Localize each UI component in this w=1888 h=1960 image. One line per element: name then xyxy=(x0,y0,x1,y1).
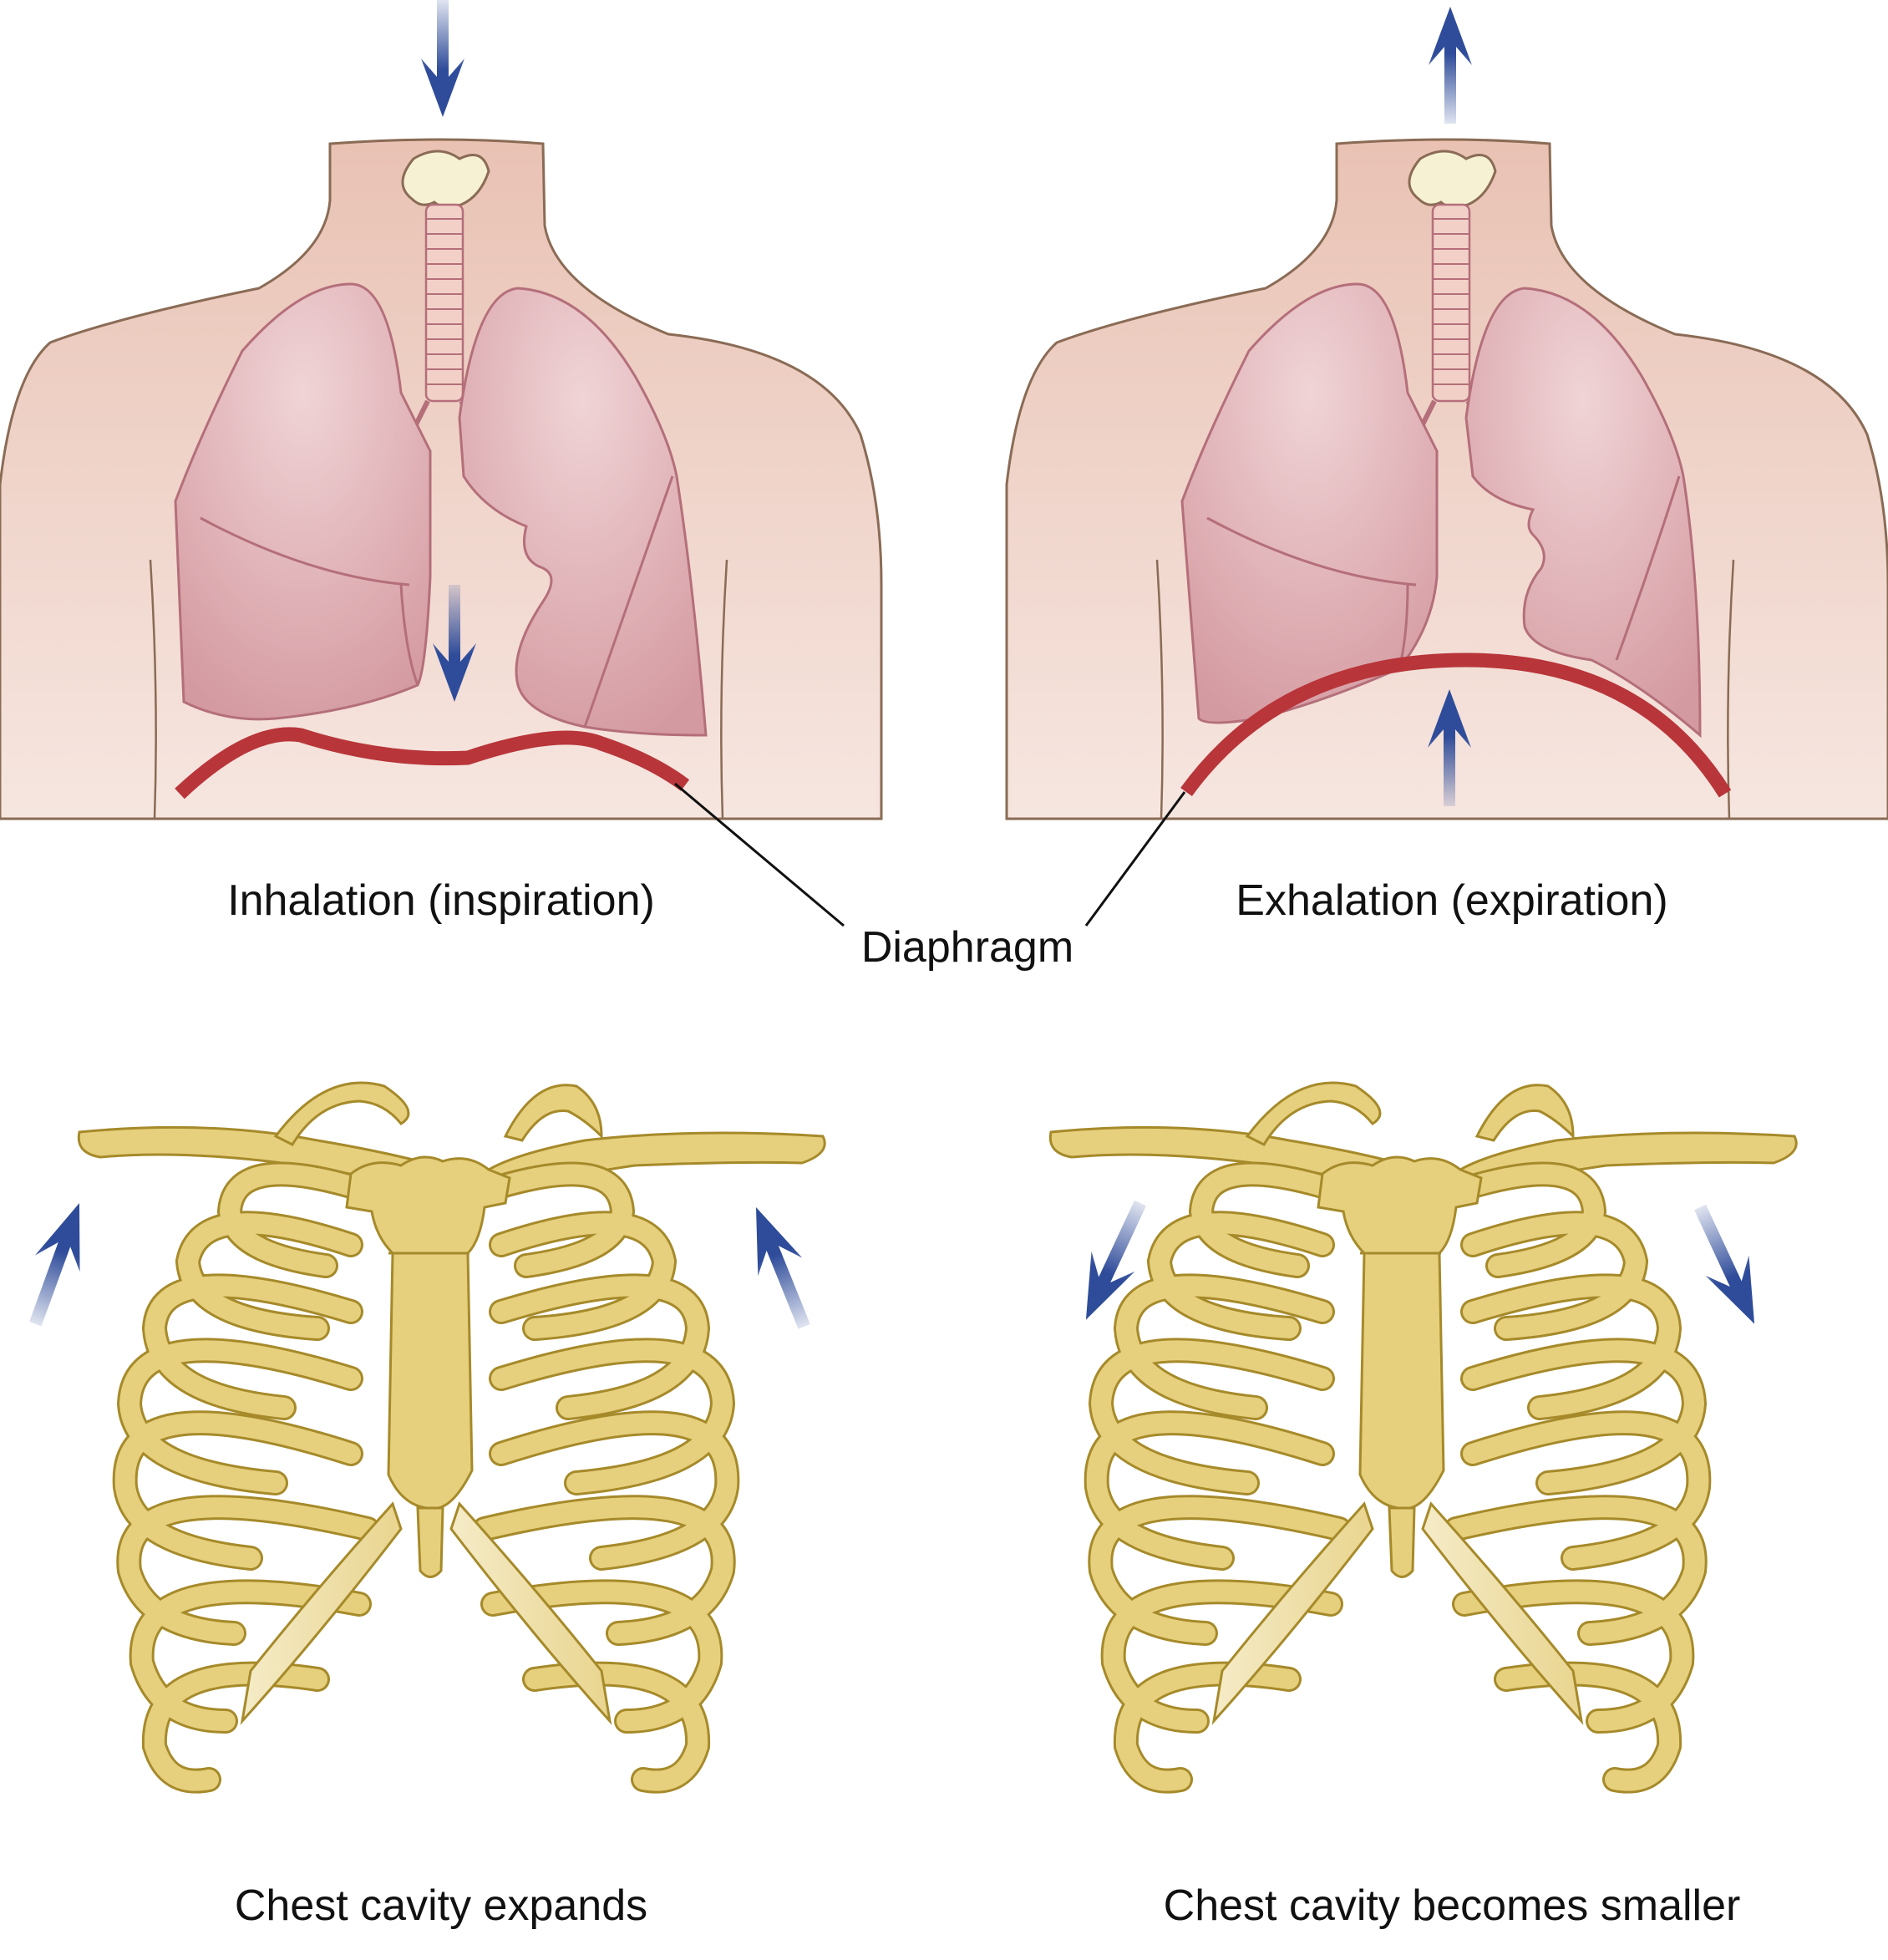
inhalation-torso xyxy=(0,140,881,819)
exhale-up-arrow xyxy=(1429,7,1472,124)
exhale-lung-right xyxy=(1464,287,1702,739)
diaphragm-leader-right xyxy=(1084,791,1186,927)
chest-smaller-label: Chest cavity becomes smaller xyxy=(1163,1881,1741,1930)
ribcage-smaller xyxy=(1050,1083,1796,1781)
exhalation-label: Exhalation (expiration) xyxy=(1236,876,1668,925)
inhale-diaphragm xyxy=(175,727,690,800)
exhale-diaphragm xyxy=(1180,652,1732,798)
exhalation-torso xyxy=(1007,140,1888,819)
inhale-lung-left xyxy=(174,282,432,721)
inhale-lung-right xyxy=(458,287,708,737)
diaphragm-leader-left xyxy=(674,782,845,927)
inhalation-label: Inhalation (inspiration) xyxy=(227,876,655,925)
chest-expands-label: Chest cavity expands xyxy=(234,1881,648,1930)
inhale-down-arrow xyxy=(421,0,464,117)
sternum xyxy=(345,1155,511,1510)
exhale-lung-left xyxy=(1180,282,1439,724)
ribcage-expanded xyxy=(77,1081,826,1794)
diaphragm-label: Diaphragm xyxy=(860,923,1074,972)
